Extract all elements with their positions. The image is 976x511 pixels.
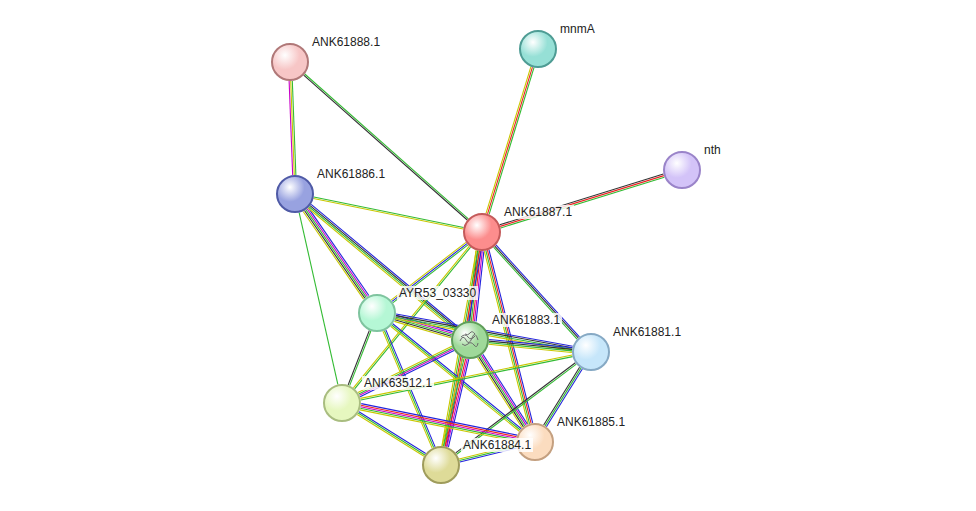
evidence-line xyxy=(448,359,468,447)
evidence-line xyxy=(483,354,528,424)
node-label: ANK61884.1 xyxy=(461,438,533,452)
protein-node: ANK61886.1 xyxy=(276,175,314,213)
node-label: mnmA xyxy=(558,22,597,36)
node-label: nth xyxy=(702,143,723,157)
evidence-line xyxy=(359,412,426,454)
protein-node: ANK63512.1 xyxy=(323,384,361,422)
evidence-line xyxy=(361,357,573,400)
node-label: ANK61885.1 xyxy=(555,415,627,429)
structure-icon xyxy=(453,323,486,356)
evidence-line xyxy=(304,75,468,220)
interaction-edge xyxy=(313,197,463,229)
evidence-line xyxy=(479,357,524,427)
protein-node: ANK61884.1 xyxy=(422,446,460,484)
evidence-line xyxy=(442,358,462,446)
interaction-edge xyxy=(289,81,296,175)
evidence-line xyxy=(489,68,534,215)
protein-node: nth xyxy=(663,151,701,189)
node-label: ANK61881.1 xyxy=(611,325,683,339)
protein-node: AYR53_03330 xyxy=(358,294,396,332)
evidence-line xyxy=(489,344,572,352)
evidence-line xyxy=(500,174,664,225)
evidence-line xyxy=(360,410,516,441)
interaction-edge xyxy=(456,363,577,454)
interaction-edge xyxy=(303,208,369,299)
node-label: ANK61887.1 xyxy=(502,205,574,219)
interaction-edge xyxy=(299,213,338,385)
evidence-line xyxy=(307,209,367,297)
evidence-line xyxy=(486,67,531,214)
evidence-line xyxy=(361,407,517,438)
evidence-line xyxy=(299,213,338,385)
interaction-edge xyxy=(486,67,534,215)
evidence-line xyxy=(305,74,469,219)
node-label: ANK61888.1 xyxy=(310,35,382,49)
protein-node: mnmA xyxy=(519,30,557,68)
evidence-line xyxy=(500,176,664,227)
evidence-line xyxy=(501,177,665,228)
evidence-line xyxy=(447,359,467,447)
evidence-line xyxy=(314,197,464,227)
evidence-line xyxy=(457,364,577,454)
evidence-line xyxy=(357,414,424,456)
evidence-line xyxy=(359,348,453,394)
evidence-line xyxy=(360,408,516,439)
evidence-line xyxy=(358,346,452,392)
node-label: AYR53_03330 xyxy=(397,286,478,300)
node-label: ANK61886.1 xyxy=(315,167,387,181)
evidence-line xyxy=(359,349,453,395)
evidence-line xyxy=(289,81,293,175)
interaction-edge xyxy=(358,346,454,397)
protein-node: ANK61881.1 xyxy=(572,333,610,371)
evidence-line xyxy=(444,358,464,446)
interaction-edge xyxy=(304,74,469,220)
interaction-edge xyxy=(500,174,665,228)
evidence-line xyxy=(361,404,517,435)
evidence-line xyxy=(445,359,465,447)
evidence-line xyxy=(488,67,533,214)
evidence-line xyxy=(360,351,454,397)
protein-node: ANK61888.1 xyxy=(271,43,309,81)
interaction-edge xyxy=(357,412,425,457)
evidence-line xyxy=(489,343,572,351)
evidence-line xyxy=(456,363,576,453)
node-label: ANK61883.1 xyxy=(490,313,562,327)
protein-node: ANK61887.1 xyxy=(463,213,501,251)
interaction-edge xyxy=(442,358,469,447)
node-label: ANK63512.1 xyxy=(362,376,434,390)
interaction-edge xyxy=(360,355,572,400)
interaction-edge xyxy=(360,404,517,442)
evidence-line xyxy=(360,355,572,398)
protein-node: ANK61883.1 xyxy=(451,321,489,359)
evidence-line xyxy=(358,413,425,455)
interaction-edge xyxy=(489,339,573,352)
